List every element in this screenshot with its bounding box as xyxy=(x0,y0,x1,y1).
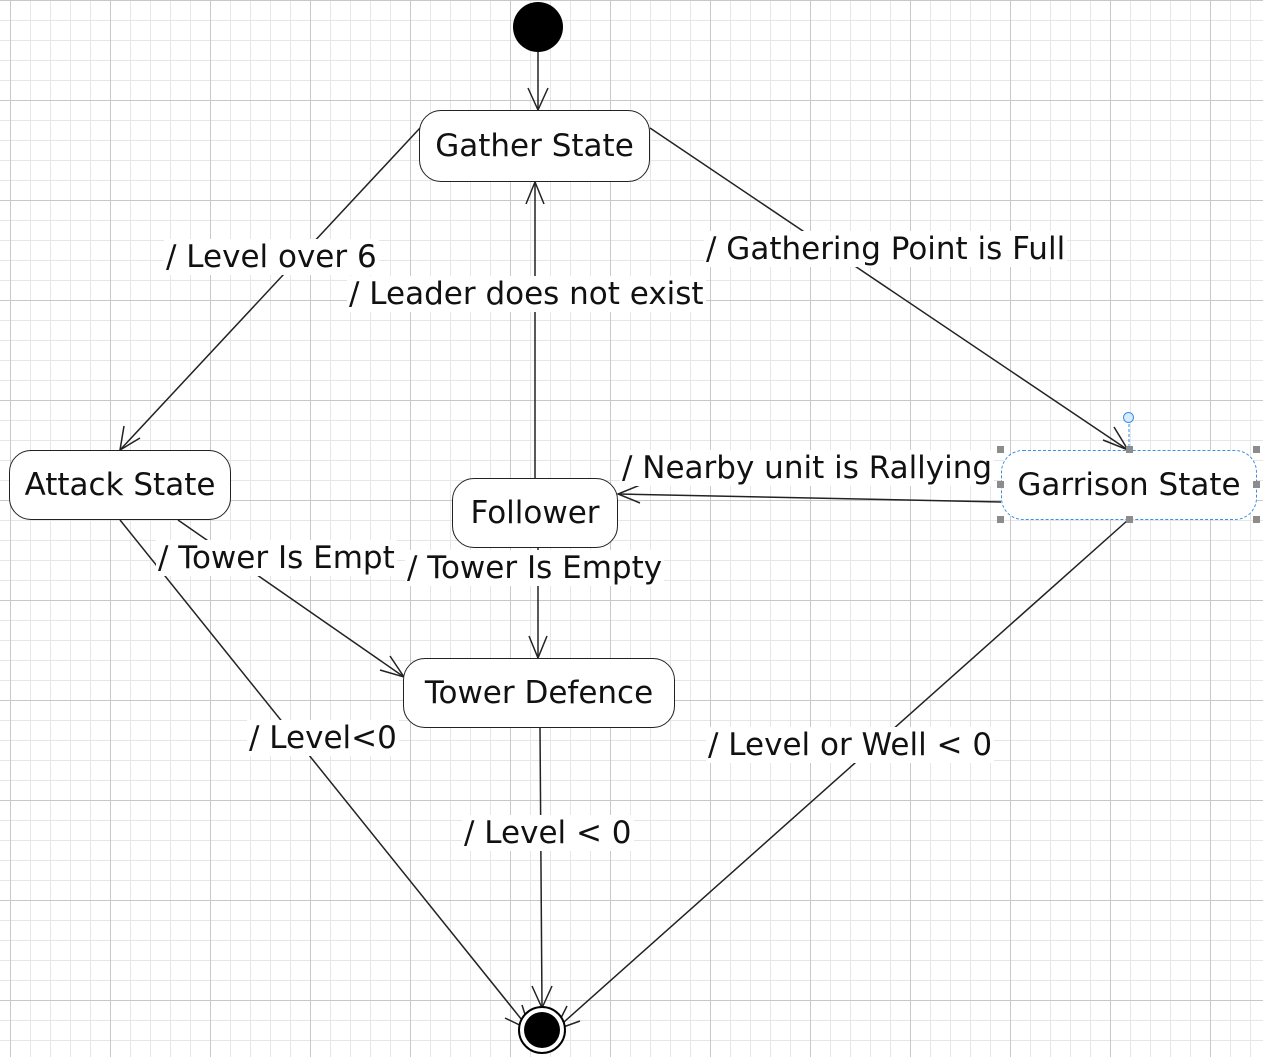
garrison-state[interactable]: Garrison State xyxy=(1001,450,1257,520)
resize-handle-n[interactable] xyxy=(1126,446,1133,453)
resize-handle-w[interactable] xyxy=(997,481,1004,488)
label-tower-is-empt[interactable]: / Tower Is Empt xyxy=(156,540,397,576)
resize-handle-nw[interactable] xyxy=(997,446,1004,453)
gather-state[interactable]: Gather State xyxy=(419,110,650,182)
resize-handle-sw[interactable] xyxy=(997,516,1004,523)
arrowhead xyxy=(525,180,545,205)
label-leader-does-not-exist[interactable]: / Leader does not exist xyxy=(347,276,706,312)
edge-gather-to-attack xyxy=(119,127,421,451)
arrowhead xyxy=(1102,426,1130,452)
label-nearby-unit-rallying[interactable]: / Nearby unit is Rallying xyxy=(620,450,995,486)
rotate-handle[interactable] xyxy=(1123,412,1134,423)
resize-handle-e[interactable] xyxy=(1253,481,1260,488)
label-level-lt-0-tower[interactable]: / Level < 0 xyxy=(462,815,634,851)
edge-tower-to-final xyxy=(539,727,543,1009)
edge-garrison-to-final xyxy=(554,519,1129,1031)
edge-garrison-to-follower xyxy=(617,493,1002,503)
final-node-dot xyxy=(524,1012,560,1048)
label-level-or-well[interactable]: / Level or Well < 0 xyxy=(706,727,995,763)
tower-defence-state[interactable]: Tower Defence xyxy=(403,658,675,728)
edge-gather-to-garrison xyxy=(649,127,1129,451)
initial-node[interactable] xyxy=(513,2,563,52)
follower-state[interactable]: Follower xyxy=(452,478,618,548)
arrowhead xyxy=(616,484,641,504)
label-gathering-point-full[interactable]: / Gathering Point is Full xyxy=(704,231,1068,267)
resize-handle-se[interactable] xyxy=(1253,516,1260,523)
label-level-over-6[interactable]: / Level over 6 xyxy=(164,239,379,275)
attack-state[interactable]: Attack State xyxy=(9,450,231,520)
edge-attack-to-final xyxy=(119,519,531,1031)
resize-handle-ne[interactable] xyxy=(1253,446,1260,453)
resize-handle-s[interactable] xyxy=(1126,516,1133,523)
label-level-lt-0-attack[interactable]: / Level<0 xyxy=(247,720,399,756)
label-tower-is-empty[interactable]: / Tower Is Empty xyxy=(405,550,665,586)
